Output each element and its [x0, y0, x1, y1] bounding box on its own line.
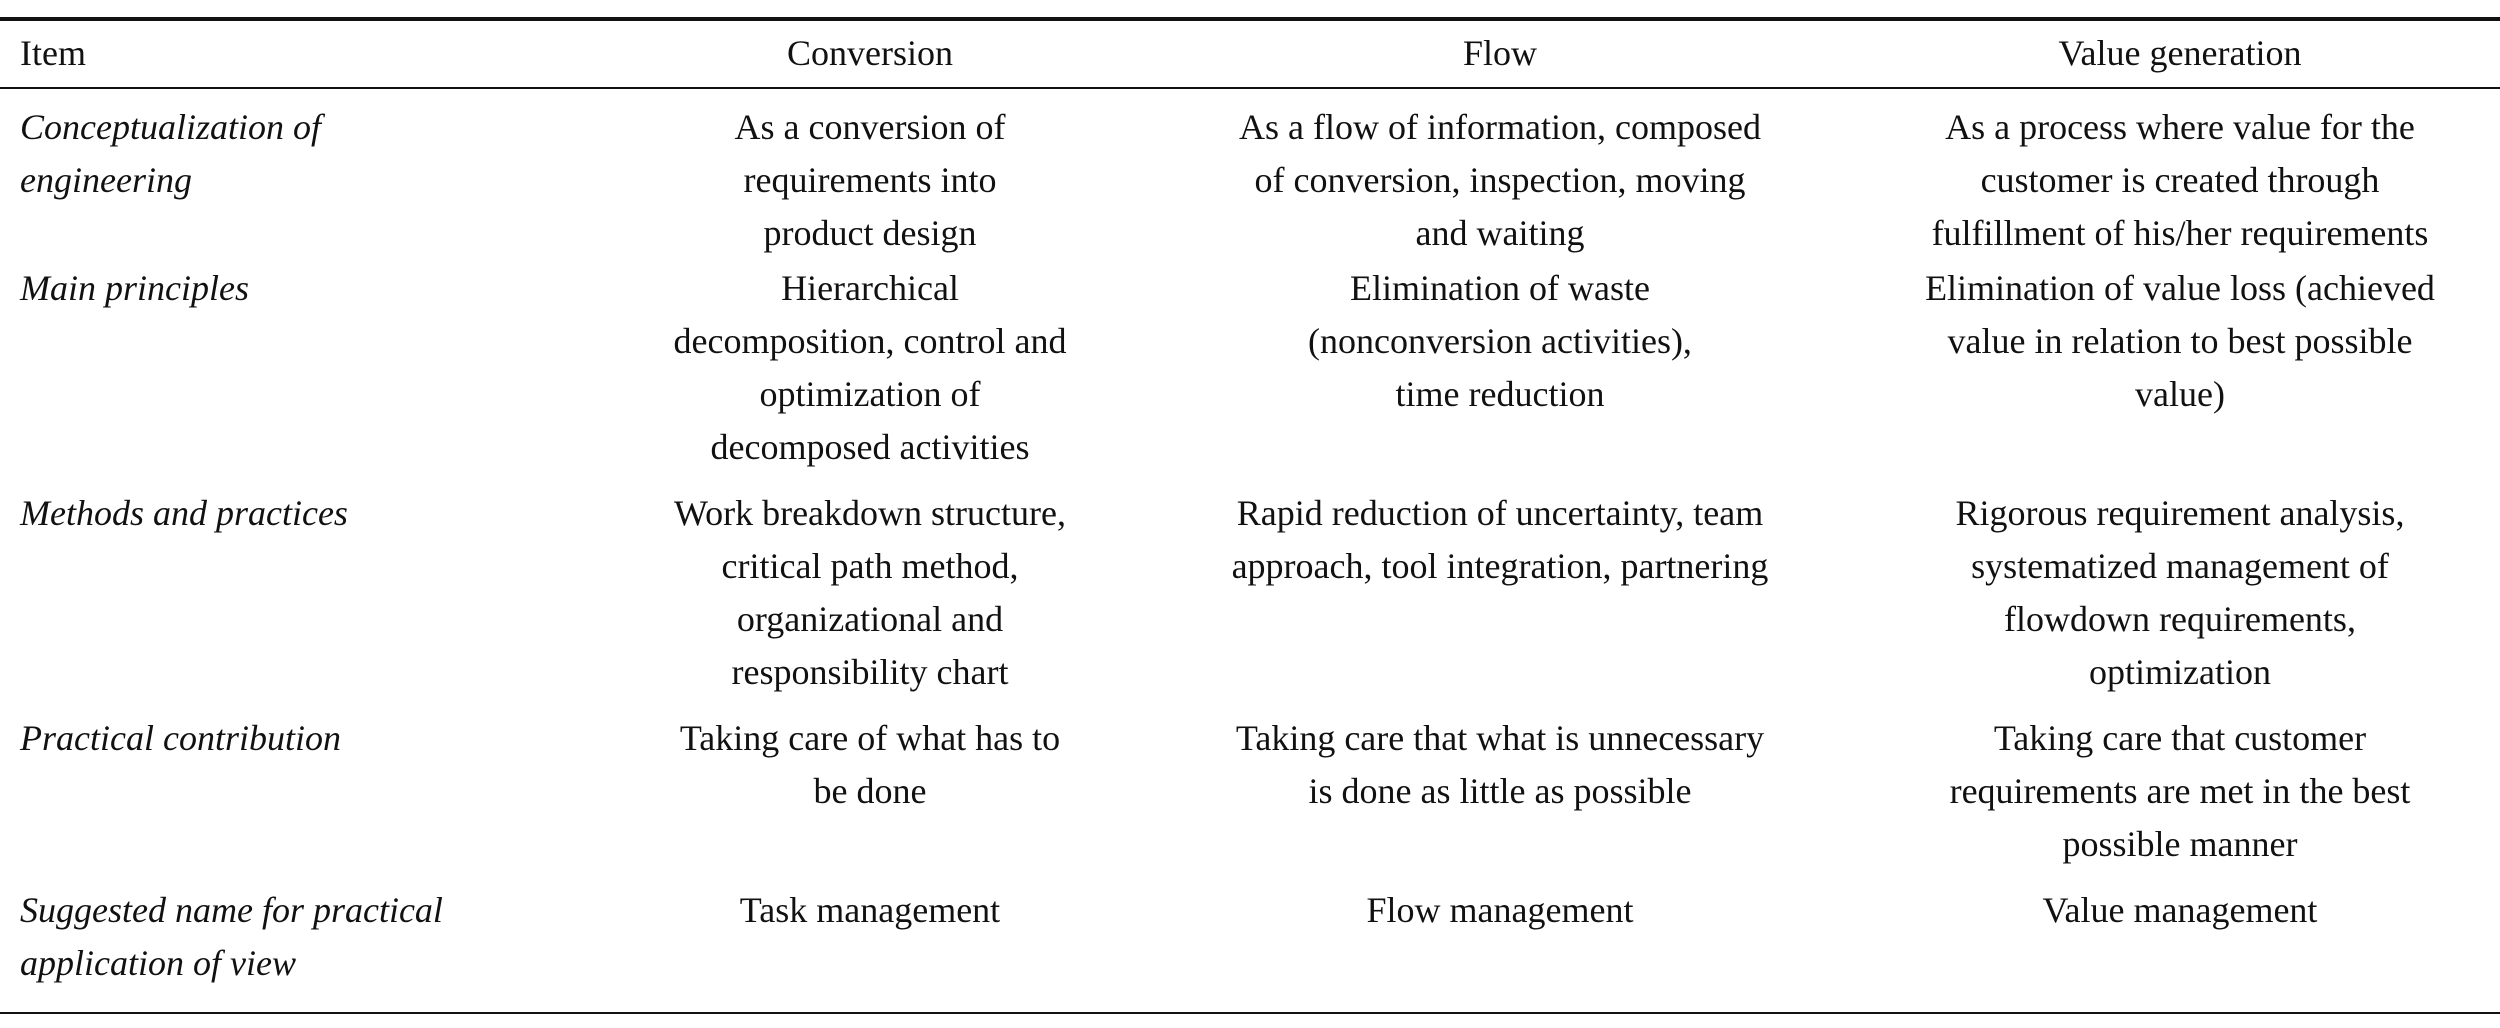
- cell-text: Elimination of value loss (achieved valu…: [1925, 268, 2435, 414]
- row-item-label: Main principles: [0, 262, 600, 487]
- cell-text: Taking care that customer requirements a…: [1949, 718, 2411, 864]
- row-item-label: Conceptualization of engineering: [0, 89, 600, 262]
- cell-flow: As a flow of information, composed of co…: [1140, 89, 1860, 262]
- cell-conversion: As a conversion of requirements into pro…: [600, 89, 1140, 262]
- row-item-text: Practical contribution: [20, 718, 341, 758]
- cell-flow: Flow management: [1140, 884, 1860, 1004]
- cell-flow: Taking care that what is unnecessary is …: [1140, 712, 1860, 884]
- cell-text: Elimination of waste (nonconversion acti…: [1308, 268, 1692, 414]
- table-header-rule: [0, 87, 2500, 89]
- cell-value: Value management: [1860, 884, 2500, 1004]
- cell-text: As a flow of information, composed of co…: [1239, 107, 1761, 253]
- row-item-text: Methods and practices: [20, 493, 348, 533]
- cell-conversion: Hierarchical decomposition, control and …: [600, 262, 1140, 487]
- row-item-text: Main principles: [20, 268, 249, 308]
- cell-value: As a process where value for the custome…: [1860, 89, 2500, 262]
- cell-flow: Rapid reduction of uncertainty, team app…: [1140, 487, 1860, 712]
- header-value-generation: Value generation: [2058, 32, 2302, 73]
- comparison-table: Item Conversion Flow Value generation Co…: [0, 17, 2500, 1004]
- cell-text: Taking care of what has to be done: [679, 718, 1061, 811]
- cell-text: Taking care that what is unnecessary is …: [1235, 718, 1765, 811]
- cell-flow: Elimination of waste (nonconversion acti…: [1140, 262, 1860, 487]
- cell-value: Elimination of value loss (achieved valu…: [1860, 262, 2500, 487]
- cell-text: Rigorous requirement analysis, systemati…: [1955, 493, 2405, 692]
- row-item-text: Conceptualization of engineering: [20, 107, 321, 200]
- cell-value: Rigorous requirement analysis, systemati…: [1860, 487, 2500, 712]
- header-flow: Flow: [1462, 32, 1538, 73]
- cell-text: As a process where value for the custome…: [1931, 107, 2429, 253]
- table-row: Conceptualization of engineering As a co…: [0, 89, 2500, 262]
- header-conversion: Conversion: [787, 32, 953, 73]
- table-row: Practical contribution Taking care of wh…: [0, 712, 2500, 884]
- row-item-text: Suggested name for practical application…: [20, 890, 443, 983]
- row-item-label: Suggested name for practical application…: [0, 884, 600, 1004]
- table-top-rule: [0, 17, 2500, 21]
- cell-text: Rapid reduction of uncertainty, team app…: [1231, 493, 1769, 586]
- table-row: Methods and practices Work breakdown str…: [0, 487, 2500, 712]
- cell-conversion: Work breakdown structure, critical path …: [600, 487, 1140, 712]
- cell-conversion: Taking care of what has to be done: [600, 712, 1140, 884]
- cell-text: Work breakdown structure, critical path …: [674, 493, 1066, 692]
- cell-value: Taking care that customer requirements a…: [1860, 712, 2500, 884]
- cell-text: Hierarchical decomposition, control and …: [673, 268, 1067, 467]
- cell-text: As a conversion of requirements into pro…: [734, 107, 1006, 253]
- table-row: Suggested name for practical application…: [0, 884, 2500, 1004]
- header-item: Item: [20, 32, 86, 73]
- row-item-label: Practical contribution: [0, 712, 600, 884]
- cell-text: Task management: [739, 890, 1001, 930]
- cell-conversion: Task management: [600, 884, 1140, 1004]
- cell-text: Flow management: [1366, 890, 1634, 930]
- cell-text: Value management: [2042, 890, 2318, 930]
- row-item-label: Methods and practices: [0, 487, 600, 712]
- table-row: Main principles Hierarchical decompositi…: [0, 262, 2500, 487]
- table-header-row: Item Conversion Flow Value generation: [0, 17, 2500, 89]
- table-bottom-rule: [0, 1012, 2500, 1014]
